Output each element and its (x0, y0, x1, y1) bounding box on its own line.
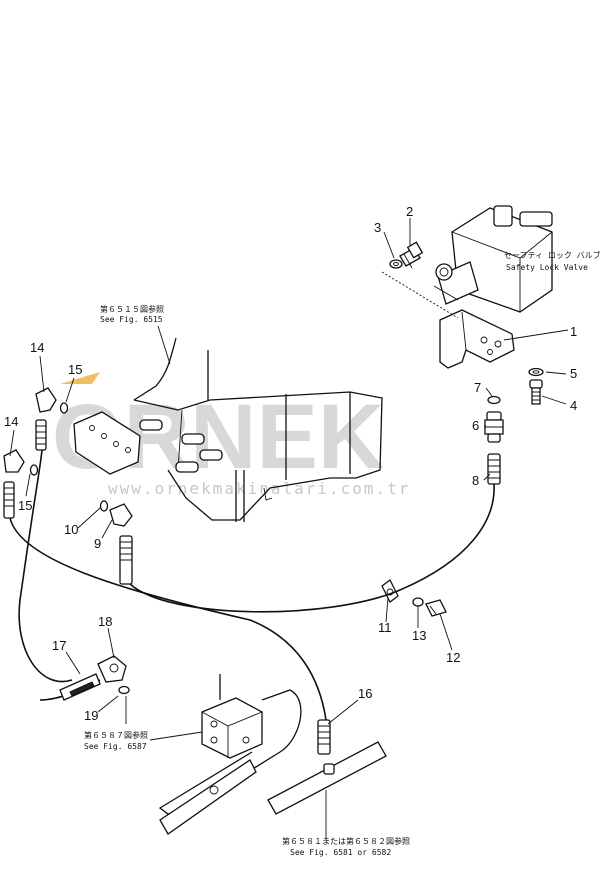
leader-lines (9, 218, 569, 840)
callout-18: 18 (98, 614, 112, 629)
note-valve-jp: セーフティ ロック バルブ (504, 250, 600, 260)
o-ring-15-upper (59, 402, 69, 414)
callout-10: 10 (64, 522, 78, 537)
machine-frame (133, 337, 383, 522)
note-fig6581-jp: 第６５８１または第６５８２図参照 (282, 836, 410, 846)
callout-17: 17 (52, 638, 66, 653)
callout-4: 4 (570, 398, 577, 413)
reference-notes: セーフティ ロック バルブ Safety Lock Valve 第６５１５図参照… (84, 250, 600, 857)
bolt-2 (399, 241, 424, 269)
o-ring-10 (99, 500, 109, 512)
o-ring-7 (487, 395, 501, 405)
note-fig6587-en: See Fig. 6587 (84, 742, 147, 751)
block-valve (158, 674, 302, 815)
callout-15-lower: 15 (18, 498, 32, 513)
o-ring-19 (118, 685, 130, 695)
callouts: 2 3 1 5 4 7 6 8 14 15 14 15 10 9 11 13 1… (4, 204, 577, 723)
callout-2: 2 (406, 204, 413, 219)
callout-7: 7 (474, 380, 481, 395)
bolt-4 (529, 379, 543, 405)
callout-8: 8 (472, 473, 479, 488)
watermark-logo-mark (60, 372, 100, 384)
callout-9: 9 (94, 536, 101, 551)
callout-5: 5 (570, 366, 577, 381)
hose-fitting-center (119, 535, 133, 585)
note-valve-en: Safety Lock Valve (506, 263, 588, 272)
callout-14-upper: 14 (30, 340, 44, 355)
callout-3: 3 (374, 220, 381, 235)
watermark-url: www.ornekmakinalari.com.tr (108, 479, 410, 498)
elbow-14-lower (3, 449, 25, 519)
callout-19: 19 (84, 708, 98, 723)
callout-1: 1 (570, 324, 577, 339)
safety-lock-valve (433, 205, 553, 313)
left-mount-plate (73, 411, 141, 475)
hose-fitting-17 (59, 673, 101, 701)
callout-16: 16 (358, 686, 372, 701)
note-fig6515-jp: 第６５１５図参照 (100, 304, 164, 314)
note-fig6515-en: See Fig. 6515 (100, 315, 163, 324)
bolt-12 (425, 599, 447, 617)
washer-3 (389, 259, 403, 269)
elbow-18 (97, 655, 127, 683)
callout-14-lower: 14 (4, 414, 18, 429)
adapter-6 (484, 411, 504, 443)
callout-6: 6 (472, 418, 479, 433)
note-fig6581-en: See Fig. 6581 or 6582 (290, 848, 391, 857)
callout-11: 11 (378, 620, 392, 635)
frame-pipes (159, 741, 387, 835)
callout-12: 12 (446, 650, 460, 665)
hose-fitting-8 (487, 453, 501, 485)
washer-13 (412, 597, 424, 607)
callout-13: 13 (412, 628, 426, 643)
elbow-14-upper (35, 387, 57, 451)
washer-5 (528, 367, 544, 377)
hose-fitting-16 (317, 719, 331, 755)
note-fig6587-jp: 第６５８７図参照 (84, 730, 148, 740)
o-ring-15-lower (29, 464, 39, 476)
bracket (381, 271, 515, 369)
callout-15-upper: 15 (68, 362, 82, 377)
elbow-9 (109, 503, 133, 527)
